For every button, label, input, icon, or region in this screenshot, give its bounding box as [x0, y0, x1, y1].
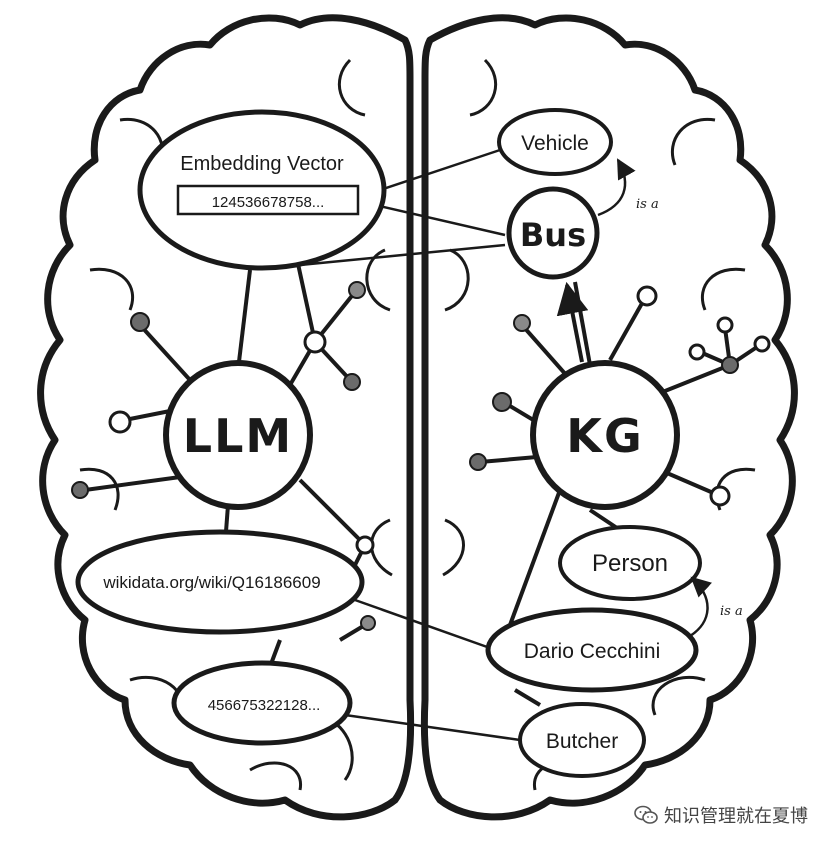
dario-label: Dario Cecchini [524, 640, 661, 663]
butcher-label: Butcher [546, 730, 618, 753]
dot-node [514, 315, 530, 331]
llm-label: LLM [183, 409, 293, 463]
vehicle-label: Vehicle [521, 132, 589, 155]
embedding-title: Embedding Vector [180, 153, 344, 175]
number-value: 456675322128... [208, 697, 321, 714]
dot-node [361, 616, 375, 630]
llm-node: LLM [166, 363, 310, 507]
dot-node [493, 393, 511, 411]
vehicle-node: Vehicle [499, 110, 611, 174]
dot-node [357, 537, 373, 553]
dot-node [110, 412, 130, 432]
wikidata-url: wikidata.org/wiki/Q16186609 [102, 573, 320, 592]
watermark: 知识管理就在夏博 [634, 802, 808, 828]
butcher-node: Butcher [520, 704, 644, 776]
person-label: Person [592, 550, 668, 577]
isa-arrow-top [598, 160, 625, 215]
isa-top-label: is a [636, 197, 659, 212]
wechat-icon [634, 805, 658, 825]
dario-cecchini-node: Dario Cecchini [488, 610, 696, 690]
dot-node [305, 332, 325, 352]
dot-node [72, 482, 88, 498]
dot-node [711, 487, 729, 505]
bus-node: Bus [509, 189, 597, 277]
dot-node [638, 287, 656, 305]
isa-arrow-bottom [690, 578, 708, 636]
dot-node [349, 282, 365, 298]
dot-node [470, 454, 486, 470]
bus-label: Bus [520, 216, 586, 254]
person-node: Person [560, 527, 700, 599]
kg-to-bus-arrow [567, 285, 582, 362]
kg-label: KG [566, 409, 643, 463]
wikidata-node: wikidata.org/wiki/Q16186609 [78, 532, 362, 632]
number-node: 456675322128... [174, 663, 350, 743]
dot-node [718, 318, 732, 332]
embedding-value: 124536678758... [212, 194, 325, 211]
dot-node [131, 313, 149, 331]
embedding-vector-node: Embedding Vector 124536678758... [140, 112, 384, 268]
isa-bottom-label: is a [720, 604, 743, 619]
dot-node [690, 345, 704, 359]
dot-node [344, 374, 360, 390]
watermark-text: 知识管理就在夏博 [664, 802, 808, 828]
dot-node [755, 337, 769, 351]
dot-node [722, 357, 738, 373]
kg-node: KG [533, 363, 677, 507]
